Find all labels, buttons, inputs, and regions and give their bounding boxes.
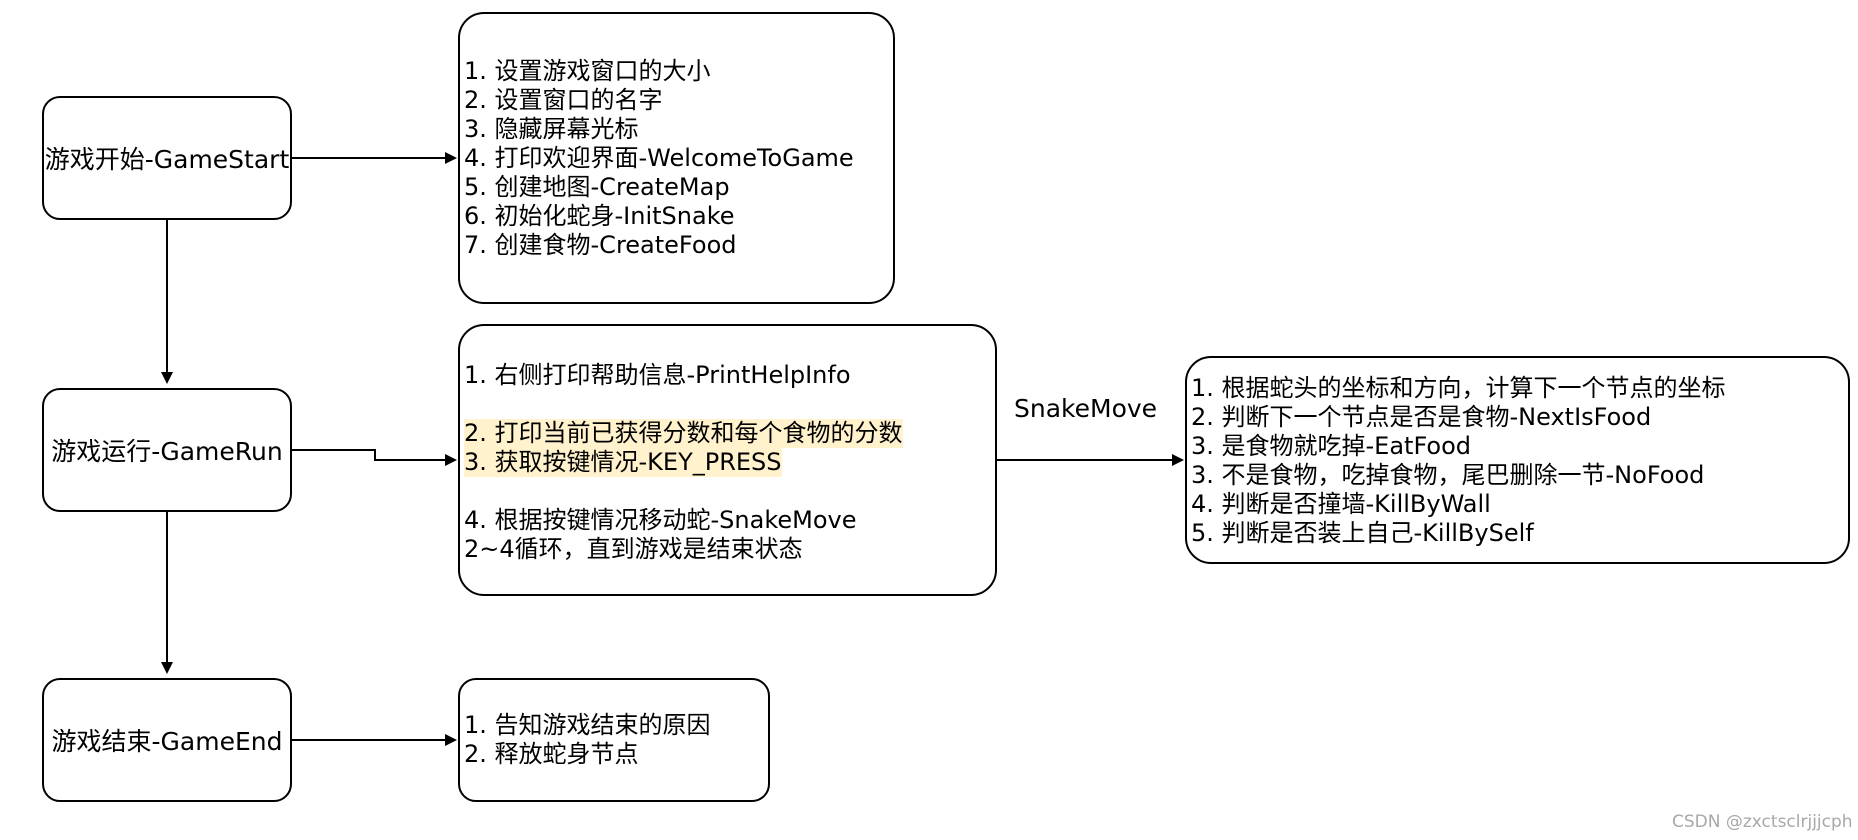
start-step: 2. 设置窗口的名字	[464, 86, 663, 114]
stage-game-run: 游戏运行-GameRun	[42, 388, 292, 512]
start-step: 5. 创建地图-CreateMap	[464, 173, 730, 201]
move-step: 4. 判断是否撞墙-KillByWall	[1191, 490, 1491, 518]
stage-game-run-label: 游戏运行-GameRun	[51, 437, 283, 466]
start-step: 1. 设置游戏窗口的大小	[464, 57, 711, 85]
run-step: 4. 根据按键情况移动蛇-SnakeMove	[464, 506, 857, 534]
stage-game-start: 游戏开始-GameStart	[42, 96, 292, 220]
end-step: 2. 释放蛇身节点	[464, 740, 639, 768]
run-step-spacer	[464, 390, 995, 419]
run-steps-box: 1. 右侧打印帮助信息-PrintHelpInfo 2. 打印当前已获得分数和每…	[458, 324, 997, 596]
run-step-spacer	[464, 477, 995, 506]
start-step: 6. 初始化蛇身-InitSnake	[464, 202, 735, 230]
move-step: 3. 是食物就吃掉-EatFood	[1191, 432, 1472, 460]
move-steps-box: 1. 根据蛇头的坐标和方向，计算下一个节点的坐标 2. 判断下一个节点是否是食物…	[1185, 356, 1850, 564]
end-step: 1. 告知游戏结束的原因	[464, 711, 711, 739]
run-step-highlighted: 3. 获取按键情况-KEY_PRESS	[464, 448, 782, 477]
run-step-highlighted: 2. 打印当前已获得分数和每个食物的分数	[464, 419, 903, 448]
start-step: 3. 隐藏屏幕光标	[464, 115, 639, 143]
start-step: 7. 创建食物-CreateFood	[464, 231, 737, 259]
stage-game-start-label: 游戏开始-GameStart	[44, 145, 290, 174]
move-step: 2. 判断下一个节点是否是食物-NextIsFood	[1191, 403, 1652, 431]
run-step: 1. 右侧打印帮助信息-PrintHelpInfo	[464, 361, 851, 389]
snake-move-edge-label: SnakeMove	[1014, 394, 1158, 423]
start-step: 4. 打印欢迎界面-WelcomeToGame	[464, 144, 854, 172]
run-step-loop-note: 2~4循环，直到游戏是结束状态	[464, 535, 803, 563]
arrow-run-to-steps	[292, 449, 457, 466]
watermark: CSDN @zxctsclrjjjcph	[1672, 812, 1853, 832]
stage-game-end-label: 游戏结束-GameEnd	[51, 727, 283, 756]
start-steps-box: 1. 设置游戏窗口的大小 2. 设置窗口的名字 3. 隐藏屏幕光标 4. 打印欢…	[458, 12, 895, 304]
move-step: 1. 根据蛇头的坐标和方向，计算下一个节点的坐标	[1191, 374, 1726, 402]
stage-game-end: 游戏结束-GameEnd	[42, 678, 292, 802]
move-step: 5. 判断是否装上自己-KillBySelf	[1191, 519, 1534, 547]
end-steps-box: 1. 告知游戏结束的原因 2. 释放蛇身节点	[458, 678, 770, 802]
move-step: 3. 不是食物，吃掉食物，尾巴删除一节-NoFood	[1191, 461, 1705, 489]
